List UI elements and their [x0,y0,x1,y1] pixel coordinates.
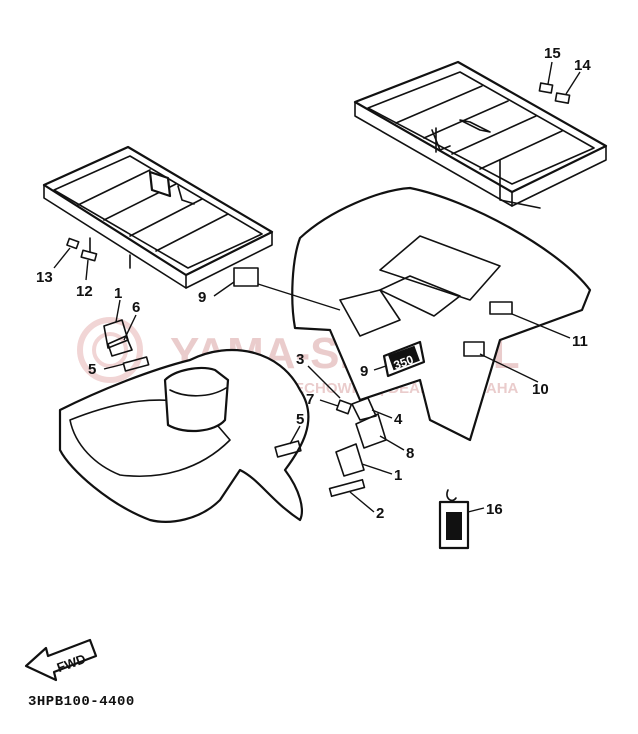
callout-1-lower: 1 [394,467,402,484]
decal-4 [351,397,377,421]
callout-9-lower: 9 [360,363,368,380]
decal-5-right [274,440,302,458]
decal-2 [328,478,366,498]
engine-badge-text: 350 [392,352,416,372]
callout-3: 3 [296,351,304,368]
decal-10 [463,341,485,357]
engine-badge: 350 [382,340,426,378]
callout-14: 14 [574,57,591,74]
decal-12 [80,249,98,262]
callout-7: 7 [306,391,314,408]
decal-11 [489,301,513,315]
decal-14 [554,92,571,104]
decal-13 [66,237,80,250]
fwd-arrow: FWD [24,638,98,682]
front-carrier-rack [42,145,274,289]
watermark-logo-icon [77,317,143,383]
warning-tag [438,489,470,550]
callout-8: 8 [406,445,414,462]
decal-15 [538,82,554,94]
decal-7 [335,399,353,415]
decal-1-lower [335,443,365,477]
rear-carrier-rack [353,60,608,209]
callout-2: 2 [376,505,384,522]
front-fender [58,348,310,523]
leader-lines [53,61,581,513]
decal-5-left [122,356,150,372]
rear-fender [291,186,592,442]
decals [66,82,571,498]
callout-5-right: 5 [296,411,304,428]
decal-9-upper [233,267,259,287]
callout-5-left: 5 [88,361,96,378]
diagram-code: 3HPB100-4400 [28,694,135,710]
callout-4: 4 [394,411,403,428]
callout-16: 16 [486,501,503,518]
callout-13: 13 [36,269,53,286]
callout-15: 15 [544,45,561,62]
callout-1-upper: 1 [114,285,122,302]
decal-6 [107,335,133,357]
callout-6: 6 [132,299,140,316]
callout-labels: 1 6 5 13 12 9 15 14 11 10 3 9 7 4 8 5 1 … [36,45,591,522]
callout-11: 11 [572,333,588,350]
callout-12: 12 [76,283,93,300]
callout-9-upper: 9 [198,289,206,306]
callout-10: 10 [532,381,549,398]
